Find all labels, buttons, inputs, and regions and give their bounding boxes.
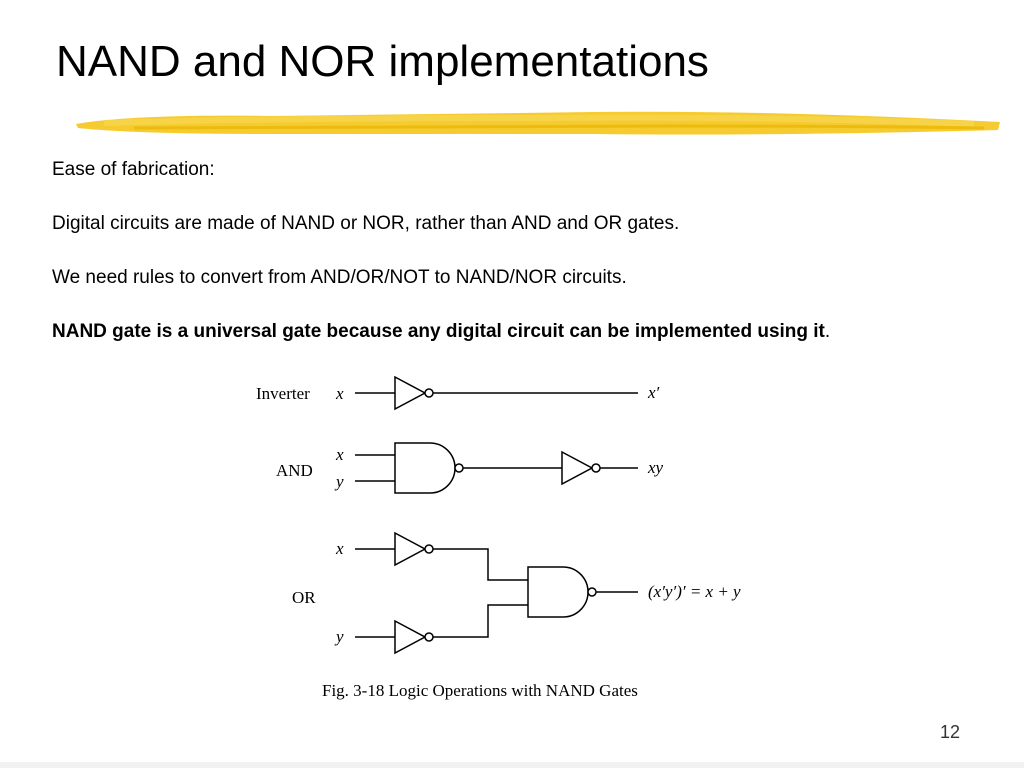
or-upper-wire (433, 548, 528, 581)
inverter-gate-shape (394, 375, 427, 411)
or-nand-gate-shape (527, 566, 589, 618)
or-inverter-x-bubble (424, 544, 434, 554)
text-digital-circuits: Digital circuits are made of NAND or NOR… (52, 213, 680, 234)
nand-logic-diagram: Inverter x x′ AND x y xy OR x y (x′y′)′ … (256, 375, 741, 700)
or-input-y-label: y (334, 627, 344, 646)
or-lower-wire (433, 604, 528, 638)
or-inverter-y-shape (394, 619, 427, 655)
inverter-output-label: x′ (647, 383, 660, 402)
inverter-bubble (424, 388, 434, 398)
and-inverter-gate-shape (561, 450, 594, 486)
and-input-y-label: y (334, 472, 344, 491)
inverter-input-label: x (335, 384, 344, 403)
and-input-x-label: x (335, 445, 344, 464)
or-nand-bubble (587, 587, 597, 597)
or-inverter-x-shape (394, 531, 427, 567)
page-number: 12 (939, 722, 960, 742)
text-universal-gate: NAND gate is a universal gate because an… (52, 320, 830, 344)
or-output-label: (x′y′)′ = x + y (648, 582, 741, 601)
and-nand-bubble (454, 463, 464, 473)
title-highlighter-stroke (76, 111, 1000, 135)
or-input-x-label: x (335, 539, 344, 558)
and-inverter-bubble (591, 463, 601, 473)
or-label: OR (292, 588, 316, 607)
and-nand-gate-shape (394, 442, 456, 494)
universal-gate-statement: NAND gate is a universal gate because an… (52, 321, 825, 342)
inverter-label: Inverter (256, 384, 310, 403)
footer-bar (0, 762, 1024, 768)
figure-caption: Fig. 3-18 Logic Operations with NAND Gat… (322, 681, 638, 700)
or-inverter-y-bubble (424, 632, 434, 642)
text-ease-of-fabrication: Ease of fabrication: (52, 159, 215, 180)
text-conversion-rules: We need rules to convert from AND/OR/NOT… (52, 267, 627, 288)
slide-title: NAND and NOR implementations (56, 37, 709, 86)
and-output-label: xy (647, 458, 664, 477)
universal-gate-period: . (824, 321, 831, 342)
and-label: AND (276, 461, 313, 480)
